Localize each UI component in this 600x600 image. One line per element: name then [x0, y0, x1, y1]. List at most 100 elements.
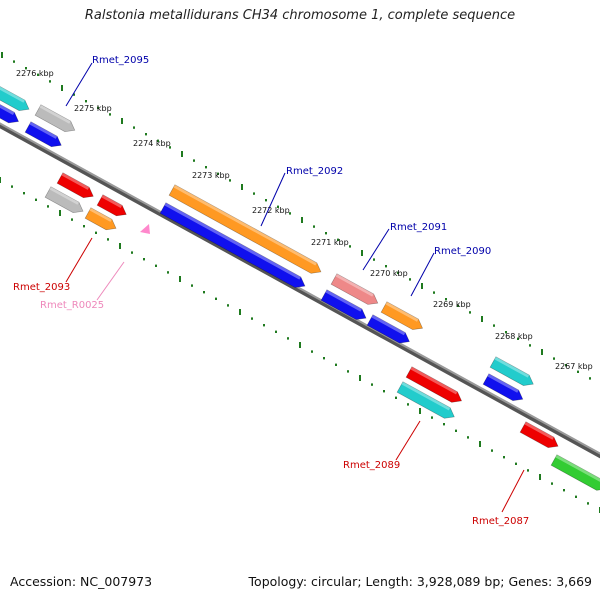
label-leaders: [65, 62, 525, 513]
accession-label: Accession:: [10, 574, 77, 589]
feature-red-1[interactable]: [56, 172, 96, 202]
sequence-summary: Topology: circular; Length: 3,928,089 bp…: [248, 574, 592, 589]
feature-blue-3-highlight: [164, 202, 301, 280]
feature-blue-4-arrow: [320, 289, 367, 320]
feature-orange-3-arrow: [380, 301, 423, 330]
feature-blue-5-arrow: [366, 314, 410, 344]
feature-blue-2-highlight: [29, 121, 58, 139]
scale-label-2269-kbp: 2269 kbp: [433, 300, 471, 309]
gene-label-rmet-2093[interactable]: Rmet_2093: [13, 282, 70, 293]
feature-pink-1-highlight: [335, 273, 374, 297]
feature-red-4[interactable]: [519, 421, 561, 452]
scale-label-2268-kbp: 2268 kbp: [495, 332, 533, 341]
scale-label-2271-kbp: 2271 kbp: [311, 238, 349, 247]
backbone-line: [0, 122, 600, 455]
gene-label-rmet-2091[interactable]: Rmet_2091: [390, 222, 447, 233]
accession-value: NC_007973: [80, 574, 153, 589]
scale-label-2275-kbp: 2275 kbp: [74, 104, 112, 113]
feature-blue-2-arrow: [24, 121, 62, 148]
feature-cyan-2-highlight: [494, 356, 530, 378]
feature-blue-5-highlight: [371, 314, 406, 336]
backbone-shadow: [0, 122, 600, 459]
feature-red-3-arrow: [405, 366, 463, 403]
feature-blue-3[interactable]: [159, 202, 308, 292]
feature-pink-1-arrow: [330, 273, 379, 305]
feature-gray-2-arrow: [44, 186, 84, 213]
scale-label-2273-kbp: 2273 kbp: [192, 171, 230, 180]
feature-orange-2-arrow: [168, 184, 322, 274]
scale-ticks-lower: [0, 177, 600, 513]
feature-red-3-highlight: [410, 366, 458, 395]
feature-red-2[interactable]: [96, 194, 129, 220]
feature-orange-3-highlight: [385, 301, 419, 322]
scale-ticks-upper: [1, 52, 591, 380]
feature-blue-2[interactable]: [24, 121, 64, 151]
gene-label-rmet-2092[interactable]: Rmet_2092: [286, 166, 343, 177]
length-label: Length:: [365, 574, 413, 589]
feature-orange-1-highlight: [89, 207, 112, 222]
feature-red-2-highlight: [101, 194, 123, 208]
feature-orange-2-highlight: [173, 184, 317, 266]
feature-pink-1[interactable]: [330, 273, 381, 309]
feature-gray-1-highlight: [39, 104, 71, 124]
feature-blue-1-arrow: [0, 102, 19, 124]
gene-label-rmet-2095[interactable]: Rmet_2095: [92, 55, 149, 66]
accession-info: Accession: NC_007973: [10, 574, 152, 589]
feature-blue-1[interactable]: [0, 102, 21, 127]
scale-label-2270-kbp: 2270 kbp: [370, 269, 408, 278]
feature-blue-6-highlight: [487, 373, 519, 393]
feature-orange-1[interactable]: [84, 207, 119, 234]
feature-red-4-highlight: [524, 421, 554, 440]
feature-orange-2[interactable]: [168, 184, 324, 277]
feature-orange-1-arrow: [84, 207, 117, 231]
leader-rmet-2091: [362, 228, 390, 271]
feature-cyan-2[interactable]: [489, 356, 536, 390]
feature-red-4-arrow: [519, 421, 559, 448]
topology-label: Topology:: [248, 574, 308, 589]
genes-label: Genes:: [508, 574, 553, 589]
feature-cyan-3-highlight: [401, 381, 451, 411]
rna-marker-icon[interactable]: [140, 224, 150, 234]
scale-label-2272-kbp: 2272 kbp: [252, 206, 290, 215]
topology-value: circular: [311, 574, 358, 589]
feature-red-2-arrow: [96, 194, 127, 217]
gene-label-rmet-2087[interactable]: Rmet_2087: [472, 516, 529, 527]
leader-rmet-2093: [65, 237, 93, 283]
feature-blue-3-arrow: [159, 202, 306, 288]
feature-gray-2-highlight: [49, 186, 79, 205]
leader-rmet-2087: [501, 469, 525, 513]
feature-blue-4[interactable]: [320, 289, 369, 324]
feature-gray-2[interactable]: [44, 186, 86, 217]
feature-blue-5[interactable]: [366, 314, 412, 347]
feature-green-1[interactable]: [550, 454, 600, 494]
feature-red-1-highlight: [61, 172, 90, 190]
scale-label-2267-kbp: 2267 kbp: [555, 362, 593, 371]
leader-rmet-2095: [65, 62, 93, 107]
feature-cyan-1[interactable]: [0, 84, 32, 115]
feature-cyan-3[interactable]: [396, 381, 457, 422]
feature-blue-6[interactable]: [482, 373, 526, 405]
feature-red-3[interactable]: [405, 366, 464, 406]
leader-rmet-2089: [395, 420, 421, 461]
feature-red-1-arrow: [56, 172, 94, 199]
feature-blue-6-arrow: [482, 373, 524, 401]
leader-rmet-2092: [260, 172, 286, 227]
feature-cyan-3-arrow: [396, 381, 455, 419]
feature-green-1-arrow: [550, 454, 600, 491]
gene-label-rmet-2089[interactable]: Rmet_2089: [343, 460, 400, 471]
feature-gray-1[interactable]: [34, 104, 78, 136]
gene-label-group: Rmet_2095Rmet_2092Rmet_2091Rmet_2090Rmet…: [13, 55, 529, 527]
backbone-group: [0, 122, 600, 459]
gene-label-rmet-r0025[interactable]: Rmet_R0025: [40, 300, 104, 311]
gene-label-rmet-2090[interactable]: Rmet_2090: [434, 246, 491, 257]
feature-orange-3[interactable]: [380, 301, 425, 334]
scale-label-2274-kbp: 2274 kbp: [133, 139, 171, 148]
feature-blue-4-highlight: [325, 289, 362, 312]
feature-cyan-1-arrow: [0, 84, 30, 111]
feature-green-1-highlight: [555, 454, 600, 483]
leader-rmet-2090: [410, 252, 435, 297]
feature-gray-1-arrow: [34, 104, 76, 132]
